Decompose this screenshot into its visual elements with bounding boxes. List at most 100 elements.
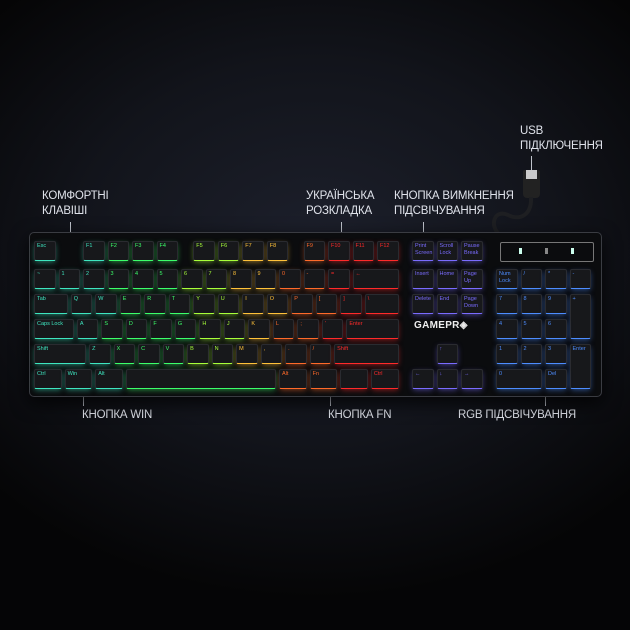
key-caps-lock[interactable]: Caps Lock bbox=[34, 319, 74, 339]
key-g[interactable]: G bbox=[174, 319, 197, 339]
key-b[interactable]: B bbox=[187, 344, 209, 364]
key-f7[interactable]: F7 bbox=[242, 241, 264, 261]
key--[interactable]: , bbox=[260, 344, 283, 364]
key-enter[interactable]: Enter bbox=[569, 344, 591, 389]
key--[interactable]: * bbox=[545, 269, 567, 289]
key-8[interactable]: 8 bbox=[520, 294, 542, 314]
key-pause-break[interactable]: Pause Break bbox=[461, 241, 483, 261]
key--[interactable]: ' bbox=[321, 319, 344, 339]
key-t[interactable]: T bbox=[168, 294, 191, 314]
key-z[interactable]: Z bbox=[89, 344, 111, 364]
key-f3[interactable]: F3 bbox=[132, 241, 154, 261]
key-insert[interactable]: Insert bbox=[412, 269, 434, 289]
key-end[interactable]: End bbox=[436, 294, 458, 314]
key-win[interactable]: Win bbox=[64, 369, 93, 389]
key--[interactable]: / bbox=[309, 344, 332, 364]
key-h[interactable]: H bbox=[199, 319, 221, 339]
key-f5[interactable]: F5 bbox=[193, 241, 215, 261]
key-0[interactable]: 0 bbox=[496, 369, 542, 389]
key-5[interactable]: 5 bbox=[156, 269, 178, 289]
key--[interactable]: . bbox=[285, 344, 307, 364]
key-a[interactable]: A bbox=[76, 319, 99, 339]
key-f10[interactable]: F10 bbox=[328, 241, 350, 261]
key-esc[interactable]: Esc bbox=[34, 241, 56, 261]
key--[interactable]: [ bbox=[315, 294, 338, 314]
key-delete[interactable]: Delete bbox=[412, 294, 434, 314]
key--[interactable]: + bbox=[569, 294, 591, 339]
key--[interactable]: = bbox=[328, 269, 350, 289]
key-3[interactable]: 3 bbox=[545, 344, 567, 364]
key--[interactable]: ← bbox=[412, 369, 434, 389]
key-page-up[interactable]: Page Up bbox=[461, 269, 483, 289]
key-alt[interactable]: Alt bbox=[95, 369, 123, 389]
key-9[interactable]: 9 bbox=[254, 269, 276, 289]
key--[interactable]: ; bbox=[297, 319, 319, 339]
key-shift[interactable]: Shift bbox=[334, 344, 399, 364]
key-3[interactable]: 3 bbox=[107, 269, 129, 289]
key-v[interactable]: V bbox=[162, 344, 185, 364]
key-r[interactable]: R bbox=[144, 294, 166, 314]
key-d[interactable]: D bbox=[125, 319, 148, 339]
key-5[interactable]: 5 bbox=[520, 319, 542, 339]
key--[interactable]: ~ bbox=[34, 269, 56, 289]
key-2[interactable]: 2 bbox=[83, 269, 105, 289]
key-ctrl[interactable]: Ctrl bbox=[34, 369, 62, 389]
key-p[interactable]: P bbox=[291, 294, 313, 314]
key-4[interactable]: 4 bbox=[496, 319, 518, 339]
key-scroll-lock[interactable]: Scroll Lock bbox=[436, 241, 458, 261]
key-f12[interactable]: F12 bbox=[377, 241, 399, 261]
key-6[interactable]: 6 bbox=[545, 319, 567, 339]
key--[interactable]: ↑ bbox=[436, 344, 458, 364]
key-num-lock[interactable]: Num Lock bbox=[496, 269, 518, 289]
key-f1[interactable]: F1 bbox=[83, 241, 105, 261]
key-1[interactable]: 1 bbox=[58, 269, 80, 289]
key-f6[interactable]: F6 bbox=[217, 241, 240, 261]
key--[interactable]: / bbox=[520, 269, 542, 289]
key-shift[interactable]: Shift bbox=[34, 344, 87, 364]
key-alt[interactable]: Alt bbox=[279, 369, 307, 389]
key-n[interactable]: N bbox=[211, 344, 234, 364]
key-w[interactable]: W bbox=[95, 294, 117, 314]
key-s[interactable]: S bbox=[101, 319, 123, 339]
key-f2[interactable]: F2 bbox=[107, 241, 129, 261]
key-f9[interactable]: F9 bbox=[303, 241, 325, 261]
key--[interactable]: - bbox=[569, 269, 591, 289]
key-f11[interactable]: F11 bbox=[352, 241, 374, 261]
key-u[interactable]: U bbox=[217, 294, 240, 314]
key-blank[interactable] bbox=[125, 369, 276, 389]
key-y[interactable]: Y bbox=[193, 294, 215, 314]
key-m[interactable]: M bbox=[236, 344, 258, 364]
key-8[interactable]: 8 bbox=[230, 269, 252, 289]
key-f[interactable]: F bbox=[150, 319, 172, 339]
key-enter[interactable]: Enter bbox=[346, 319, 399, 339]
key-page-down[interactable]: Page Down bbox=[461, 294, 483, 314]
key-f4[interactable]: F4 bbox=[156, 241, 178, 261]
key--[interactable]: - bbox=[303, 269, 325, 289]
key-7[interactable]: 7 bbox=[496, 294, 518, 314]
key--[interactable]: → bbox=[461, 369, 483, 389]
key-del[interactable]: Del bbox=[545, 369, 567, 389]
key--[interactable]: ← bbox=[352, 269, 399, 289]
key-4[interactable]: 4 bbox=[132, 269, 154, 289]
key-j[interactable]: J bbox=[223, 319, 246, 339]
key-o[interactable]: O bbox=[266, 294, 289, 314]
key--[interactable]: \ bbox=[364, 294, 399, 314]
key-7[interactable]: 7 bbox=[205, 269, 227, 289]
key-1[interactable]: 1 bbox=[496, 344, 518, 364]
key-blank[interactable] bbox=[340, 369, 368, 389]
key-ctrl[interactable]: Ctrl bbox=[370, 369, 399, 389]
key--[interactable]: ] bbox=[340, 294, 362, 314]
key-9[interactable]: 9 bbox=[545, 294, 567, 314]
key-0[interactable]: 0 bbox=[279, 269, 301, 289]
key-q[interactable]: Q bbox=[70, 294, 93, 314]
key-i[interactable]: I bbox=[242, 294, 264, 314]
key-c[interactable]: C bbox=[138, 344, 160, 364]
key-2[interactable]: 2 bbox=[520, 344, 542, 364]
key-print-screen[interactable]: Print Screen bbox=[412, 241, 434, 261]
key-e[interactable]: E bbox=[119, 294, 142, 314]
key-f8[interactable]: F8 bbox=[266, 241, 289, 261]
key-l[interactable]: L bbox=[272, 319, 295, 339]
key-tab[interactable]: Tab bbox=[34, 294, 68, 314]
key-k[interactable]: K bbox=[248, 319, 270, 339]
key-x[interactable]: X bbox=[113, 344, 136, 364]
